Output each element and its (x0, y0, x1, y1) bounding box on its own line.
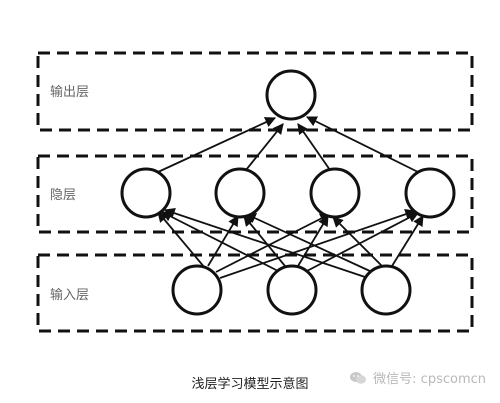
output-node (265, 69, 317, 121)
input-to-hidden-edges (157, 207, 424, 279)
output-layer-box (36, 51, 474, 132)
hidden-to-output-edges (157, 116, 419, 173)
input-node-2 (266, 264, 318, 316)
hidden-layer-label: 隐层 (50, 188, 76, 203)
input-layer-box (36, 253, 474, 333)
watermark: 微信号: cpscomcn (349, 368, 486, 387)
wechat-icon (350, 371, 367, 384)
watermark-text: 微信号: cpscomcn (373, 372, 486, 387)
input-node-3 (360, 264, 412, 316)
hidden-node-4 (404, 167, 456, 219)
hidden-node-2 (214, 167, 266, 219)
output-layer-label: 输出层 (50, 84, 89, 100)
input-layer-label: 输入层 (50, 287, 89, 303)
input-node-1 (171, 264, 223, 316)
hidden-layer-box (36, 154, 474, 234)
hidden-node-3 (309, 167, 361, 219)
diagram-caption: 浅层学习模型示意图 (191, 377, 309, 392)
hidden-node-1 (120, 167, 172, 219)
